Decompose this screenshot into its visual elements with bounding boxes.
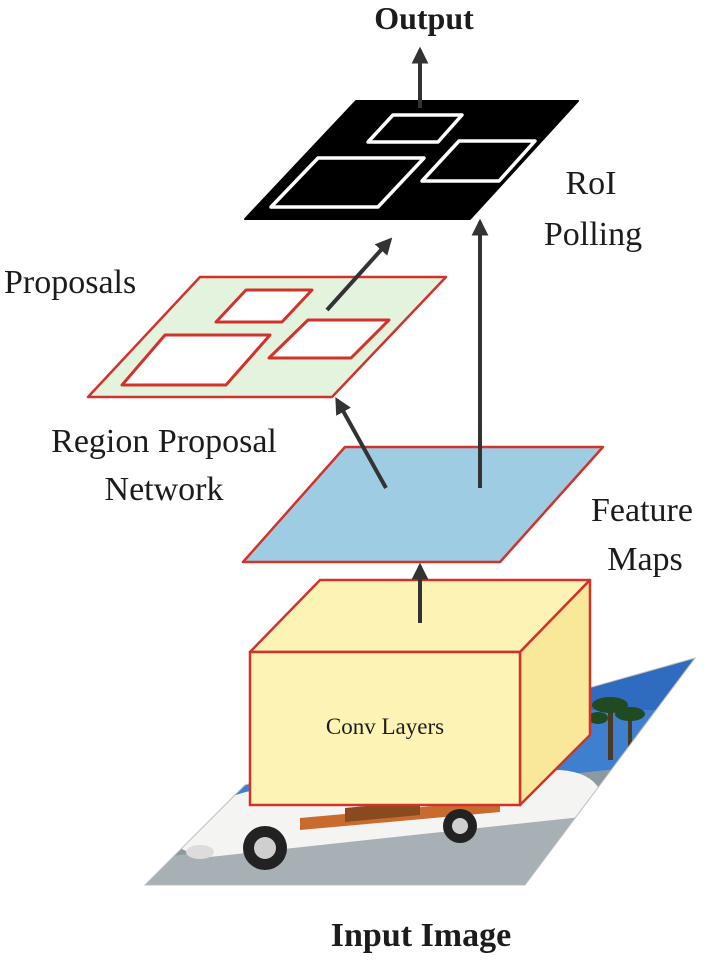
feature-label-line2: Maps — [607, 541, 683, 578]
input-image-label: Input Image — [331, 917, 511, 954]
output-label: Output — [374, 0, 474, 36]
arrow-proposals-to-roi — [325, 237, 393, 312]
conv-layers-box — [248, 578, 592, 807]
proposal-box-3 — [120, 333, 272, 387]
feature-maps-plane — [241, 445, 605, 564]
roi-label-line1: RoI — [566, 165, 617, 202]
proposals-plane — [86, 275, 448, 399]
roi-plane-surface — [244, 100, 579, 220]
arrow-features-to-proposals — [335, 397, 388, 489]
proposal-box-1 — [214, 288, 314, 324]
roi-pooling-plane — [244, 100, 579, 220]
roi-box-2 — [420, 139, 537, 183]
roi-box-1 — [366, 113, 464, 144]
roi-box-3 — [269, 156, 426, 209]
proposals-label: Proposals — [4, 264, 136, 301]
palm-trees — [588, 697, 645, 762]
rpn-label-line1: Region Proposal — [51, 423, 277, 460]
conv-front-face — [248, 650, 522, 807]
feature-label-line1: Feature — [591, 492, 693, 529]
rpn-label-line2: Network — [105, 471, 224, 508]
conv-layers-label: Conv Layers — [326, 714, 444, 739]
proposal-box-2 — [267, 318, 391, 360]
roi-label-line2: Polling — [544, 216, 642, 253]
